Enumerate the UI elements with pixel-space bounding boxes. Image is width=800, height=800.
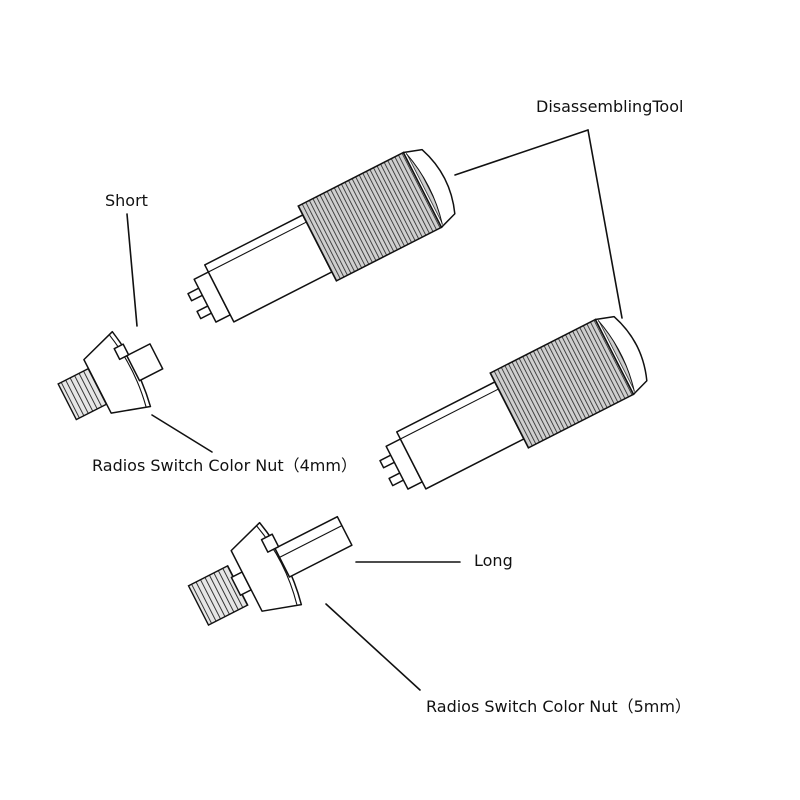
- label-long: Long: [474, 551, 513, 570]
- nut-key: [113, 343, 130, 361]
- leader-line-nut-4mm: [151, 414, 213, 453]
- label-nut-4mm: Radios Switch Color Nut（4mm）: [92, 456, 357, 475]
- label-disassembling-tool: DisassemblingTool: [536, 97, 683, 116]
- nut-key: [260, 533, 280, 553]
- leader-line-short: [126, 213, 138, 327]
- leader-line-nut-5mm: [325, 603, 421, 691]
- disassembling-tool-upper: [187, 148, 456, 323]
- leader-line-tool-upper: [454, 129, 589, 176]
- color-nut-5mm: [187, 515, 353, 626]
- label-short: Short: [105, 191, 148, 210]
- disassembling-tool-lower: [379, 315, 648, 490]
- leader-line-tool-lower: [587, 129, 623, 319]
- color-nut-4mm: [57, 330, 164, 421]
- nut-stem-long: [274, 515, 353, 578]
- label-nut-5mm: Radios Switch Color Nut（5mm）: [426, 697, 691, 716]
- nut-stem-short: [126, 343, 164, 382]
